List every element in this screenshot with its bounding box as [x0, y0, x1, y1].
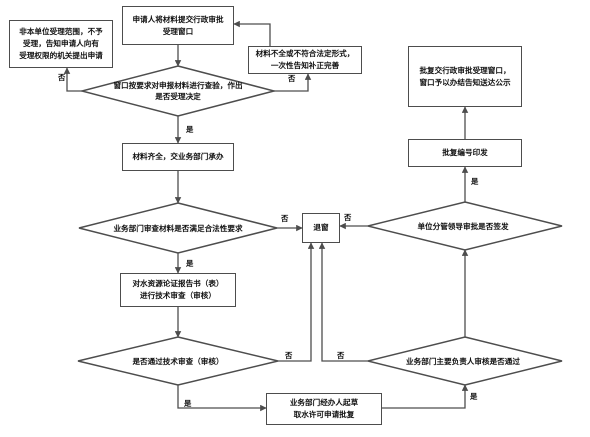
decision-diamond-accept [79, 65, 277, 117]
decision-diamond-head [367, 336, 563, 386]
label-yes-head: 是 [470, 392, 478, 401]
label-yes-leader: 是 [471, 177, 479, 186]
label-no-legality: 否 [281, 214, 289, 223]
label-no-right: 否 [288, 74, 296, 83]
node-tech-review: 对水资源论证报告书（表） 进行技术审查（审核） [120, 273, 236, 307]
label-yes-tech: 是 [184, 399, 192, 408]
node-draft-approval: 业务部门经办人起草 取水许可申请批复 [266, 393, 382, 425]
edge-accept-no-to-notaccept [63, 67, 82, 92]
edge-tech-yes-to-draft [177, 385, 267, 412]
edge-tech-no-to-return [278, 242, 315, 362]
edge-incomplete-to-submit [233, 20, 271, 46]
node-deliver-publicize: 批复交行政审批受理窗口， 窗口予以办结告知送达公示 [408, 46, 522, 107]
label-no-head: 否 [337, 351, 345, 360]
decision-diamond-leader [367, 201, 563, 251]
label-no-left: 否 [58, 73, 66, 82]
decision-diamond-tech [77, 336, 279, 386]
edge-draft-to-head [382, 384, 469, 409]
edge-accept-no-to-incomplete [274, 73, 312, 92]
node-materials-complete: 材料齐全，交业务部门承办 [122, 143, 234, 171]
edge-head-no-to-return [318, 242, 368, 362]
label-yes-accept: 是 [186, 125, 194, 134]
decision-diamond-legality [78, 202, 278, 254]
node-submit-to-window: 申请人将材料提交行政审批 受理窗口 [122, 6, 234, 45]
node-incomplete-materials: 材料不全或不符合法定形式， 一次性告知补正完善 [248, 46, 362, 74]
label-no-leader: 否 [344, 213, 352, 222]
label-no-tech: 否 [285, 351, 293, 360]
node-return-to-window: 退窗 [302, 213, 340, 243]
node-not-accepted: 非本单位受理范围，不予 受理，告知申请人向有 受理权限的机关提出申请 [9, 20, 113, 68]
label-yes-legality: 是 [186, 259, 194, 268]
node-number-print: 批复编号印发 [408, 139, 522, 167]
